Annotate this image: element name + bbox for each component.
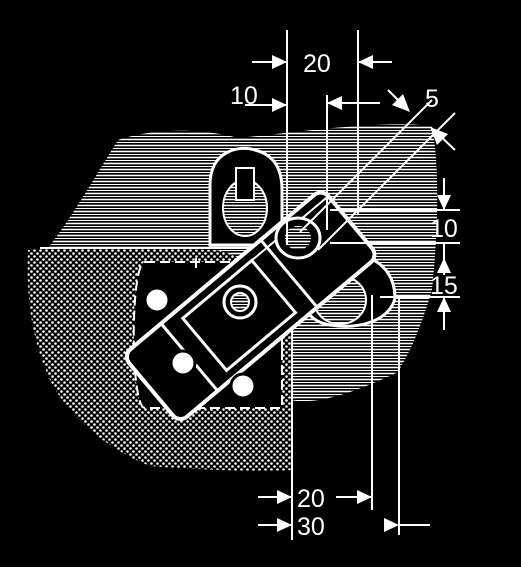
- dimension-lines: 20 10 5 10 15 20 30: [230, 30, 460, 541]
- dim-label-bottom-outer: 30: [297, 513, 325, 541]
- screw-head-1: [143, 286, 171, 314]
- dim-label-top-width: 20: [303, 50, 331, 78]
- dim-label-diagonal-offset: 5: [425, 85, 439, 113]
- dim-label-right-upper: 10: [430, 215, 458, 243]
- diag-line-a: [299, 99, 433, 233]
- arrow-b30-left: [277, 518, 292, 532]
- dim-label-left-offset: 10: [230, 82, 258, 110]
- arrow-r-up-2: [437, 297, 451, 312]
- dim-label-bottom-inner: 20: [297, 485, 325, 513]
- arrow-top-right: [358, 55, 373, 69]
- screw-head-2: [169, 349, 197, 377]
- arrow-10-right: [327, 96, 342, 110]
- cup-screw: [222, 284, 258, 320]
- dim-label-right-lower: 15: [430, 272, 458, 300]
- arrow-top-left: [272, 55, 287, 69]
- screw-head-3: [229, 372, 257, 400]
- upper-bracket: [208, 146, 284, 247]
- arrow-b20-right: [357, 490, 372, 504]
- arrow-5-lower: [430, 127, 448, 145]
- arrow-r-down-1: [437, 195, 451, 210]
- arrow-10-left: [272, 98, 287, 112]
- diag-line-b: [317, 112, 456, 251]
- arm-screw-slot: [274, 216, 322, 260]
- arrow-b30-right: [384, 518, 399, 532]
- arrow-b20-left: [277, 490, 292, 504]
- arrow-r-up-1: [437, 258, 451, 273]
- arrow-5-upper: [392, 94, 410, 112]
